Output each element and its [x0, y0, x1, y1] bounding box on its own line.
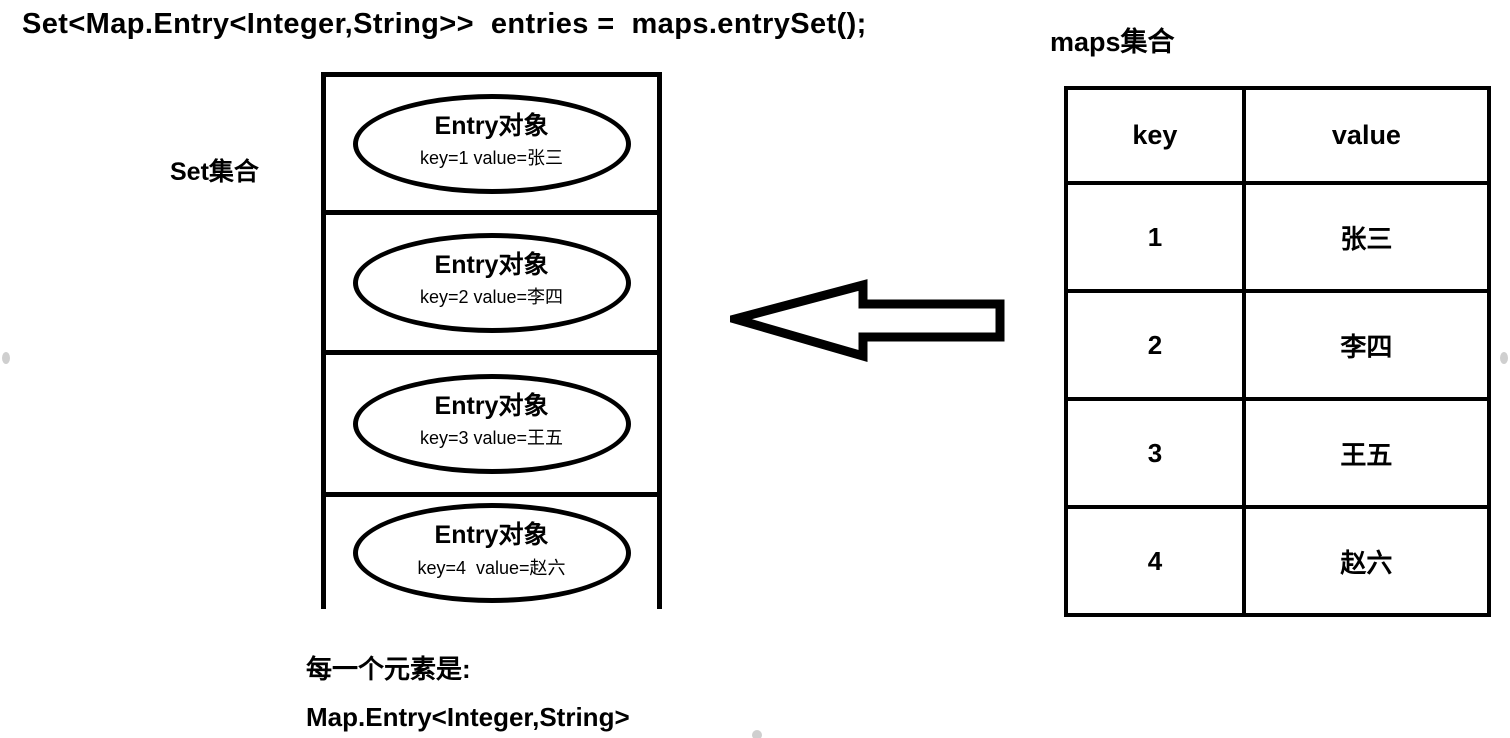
set-entry-row: Entry对象 key=1 value=张三: [326, 77, 657, 210]
entry-object-ellipse: Entry对象 key=4 value=赵六: [352, 503, 631, 603]
caption-line-2: Map.Entry<Integer,String>: [306, 702, 630, 733]
column-header-value: value: [1241, 86, 1492, 185]
set-entry-row: Entry对象 key=4 value=赵六: [326, 492, 657, 609]
scan-artifact: [1500, 352, 1508, 364]
entry-key-value-text: key=4 value=赵六: [417, 557, 566, 578]
cell-key: 1: [1064, 181, 1246, 293]
caption-line-1: 每一个元素是:: [306, 654, 471, 684]
cell-value: 赵六: [1241, 505, 1492, 617]
entry-object-title: Entry对象: [434, 111, 549, 140]
left-block-arrow-icon: [730, 279, 1005, 362]
code-statement: Set<Map.Entry<Integer,String>> entries =…: [22, 8, 867, 40]
column-header-key: key: [1064, 86, 1246, 185]
set-collection-label: Set集合: [170, 158, 259, 186]
maps-table: key value 1 张三 2 李四 3 王五 4 赵六: [1064, 86, 1492, 617]
scan-artifact: [2, 352, 10, 364]
entry-object-title: Entry对象: [434, 391, 549, 420]
caption-block: 每一个元素是: Map.Entry<Integer,String>: [306, 645, 630, 738]
cell-key: 3: [1064, 397, 1246, 509]
table-row: 3 王五: [1064, 397, 1492, 509]
cell-value: 张三: [1241, 181, 1492, 293]
scan-artifact: [752, 730, 762, 738]
cell-value: 王五: [1241, 397, 1492, 509]
set-entry-row: Entry对象 key=2 value=李四: [326, 210, 657, 350]
cell-value: 李四: [1241, 289, 1492, 401]
table-row: 4 赵六: [1064, 505, 1492, 617]
set-entry-row: Entry对象 key=3 value=王五: [326, 350, 657, 492]
cell-key: 4: [1064, 505, 1246, 617]
entry-object-title: Entry对象: [434, 250, 549, 279]
entry-object-ellipse: Entry对象 key=2 value=李四: [352, 232, 631, 333]
set-collection-box: Entry对象 key=1 value=张三 Entry对象 key=2 val…: [321, 72, 662, 609]
table-row: 1 张三: [1064, 181, 1492, 293]
table-row: 2 李四: [1064, 289, 1492, 401]
maps-collection-label: maps集合: [1050, 27, 1175, 57]
entry-object-ellipse: Entry对象 key=3 value=王五: [352, 373, 631, 474]
entry-key-value-text: key=1 value=张三: [419, 148, 564, 169]
entry-key-value-text: key=2 value=李四: [419, 287, 564, 308]
entry-object-title: Entry对象: [434, 521, 549, 550]
table-header-row: key value: [1064, 86, 1492, 185]
cell-key: 2: [1064, 289, 1246, 401]
entry-key-value-text: key=3 value=王五: [419, 428, 564, 449]
entry-object-ellipse: Entry对象 key=1 value=张三: [352, 93, 631, 194]
